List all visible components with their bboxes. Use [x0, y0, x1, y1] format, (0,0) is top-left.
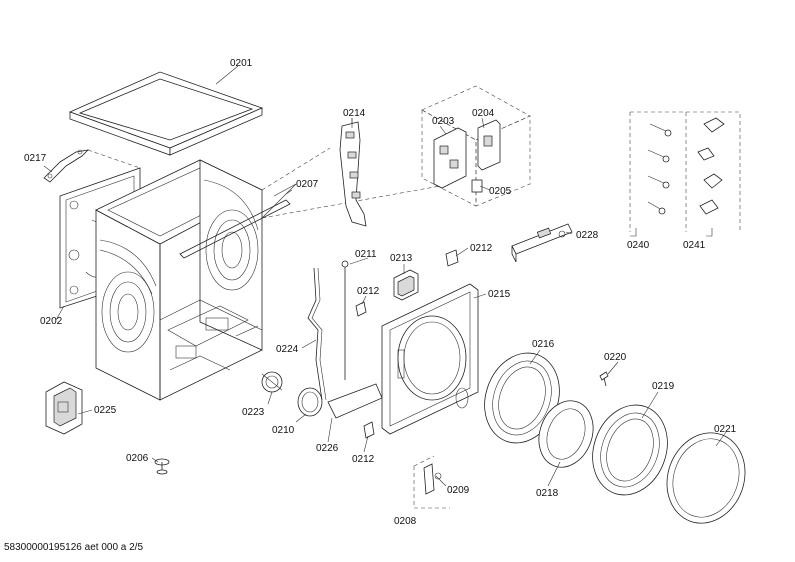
leader-lines [43, 65, 727, 487]
part-0218-door-glass [538, 400, 594, 468]
part-0212-middle [355, 301, 367, 317]
label-0219: 0219 [652, 381, 675, 392]
part-0225-module [45, 381, 83, 435]
label-0207: 0207 [296, 179, 319, 190]
part-group-0241-clips [685, 111, 741, 232]
label-0228: 0228 [576, 230, 599, 241]
part-group-0208-0209-hinge [413, 455, 450, 509]
label-0212-bottom: 0212 [352, 454, 375, 465]
part-0207-cabinet-frame [95, 159, 291, 401]
label-0221: 0221 [714, 424, 737, 435]
part-labels: 0201 0202 0203 0204 0205 0206 0207 0208 … [24, 58, 737, 527]
label-0240: 0240 [627, 240, 650, 251]
part-0201-top-lid [68, 71, 264, 156]
label-0212-top: 0212 [470, 243, 493, 254]
label-0202: 0202 [40, 316, 63, 327]
part-0212-top [445, 249, 459, 267]
label-0208: 0208 [394, 516, 417, 527]
label-0218: 0218 [536, 488, 559, 499]
label-0213: 0213 [390, 253, 413, 264]
label-0217: 0217 [24, 153, 47, 164]
label-0241: 0241 [683, 240, 706, 251]
part-0219-door-frame [592, 404, 668, 496]
label-0204: 0204 [472, 108, 495, 119]
part-group-0240-screws [629, 111, 684, 232]
part-0214-bracket [339, 121, 367, 227]
part-0224-cable-harness [307, 267, 327, 401]
label-0209: 0209 [447, 485, 470, 496]
label-0223: 0223 [242, 407, 265, 418]
label-0210: 0210 [272, 425, 295, 436]
part-group-0203-0205-electronics [421, 85, 531, 207]
part-0226-plate [327, 383, 383, 419]
part-0206-foot [154, 458, 170, 475]
part-0212-bottom [363, 421, 375, 439]
part-0220-screw [599, 371, 609, 387]
part-0215-front-panel [381, 283, 479, 435]
part-0228-control-panel [511, 223, 573, 263]
label-0201: 0201 [230, 58, 253, 69]
part-0213-module [393, 269, 419, 301]
label-0225: 0225 [94, 405, 117, 416]
part-0221-outer-ring [666, 432, 746, 524]
part-0223-pump [261, 371, 283, 393]
part-0217-bracket [43, 149, 90, 183]
label-0206: 0206 [126, 453, 149, 464]
part-0211-hose [341, 260, 349, 380]
label-0216: 0216 [532, 339, 555, 350]
label-0203: 0203 [432, 116, 455, 127]
label-0212-middle: 0212 [357, 286, 380, 297]
label-0205: 0205 [489, 186, 512, 197]
document-id-footer: 58300000195126 aet 000 a 2/5 [4, 542, 144, 553]
part-0210-disc [297, 387, 323, 417]
label-0220: 0220 [604, 352, 627, 363]
label-0211: 0211 [355, 249, 377, 260]
label-0215: 0215 [488, 289, 511, 300]
label-0214: 0214 [343, 108, 366, 119]
label-0226: 0226 [316, 443, 339, 454]
label-0224: 0224 [276, 344, 299, 355]
